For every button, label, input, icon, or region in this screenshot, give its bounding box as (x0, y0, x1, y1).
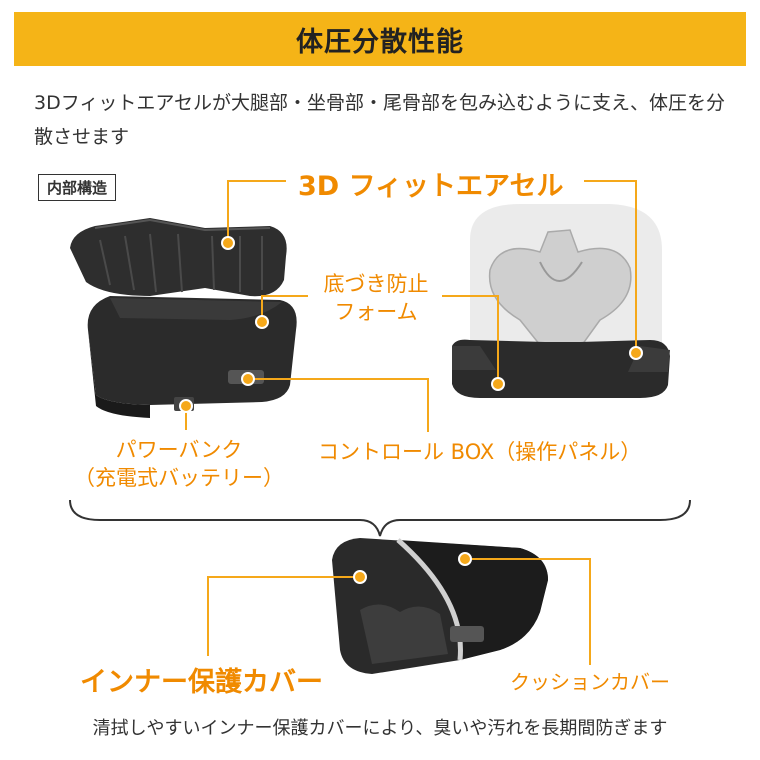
air-cell-label: 3D フィットエアセル (298, 171, 564, 202)
foam-dot-right (491, 377, 505, 391)
power-bank-dot (179, 399, 193, 413)
page-title: 体圧分散性能 (296, 26, 464, 58)
footer-text: 清拭しやすいインナー保護カバーにより、臭いや汚れを長期間防ぎます (92, 718, 668, 739)
foam-label: 底づき防止 フォーム (316, 270, 436, 326)
cushion-cover-dot (458, 552, 472, 566)
cushion-cover-label: クッションカバー (510, 670, 670, 694)
cushion-with-cover-illustration (332, 538, 548, 674)
control-box-label: コントロール BOX（操作パネル） (318, 440, 642, 464)
foam-label-line2: フォーム (334, 300, 418, 324)
title-banner: 体圧分散性能 (14, 12, 746, 66)
foam-dot (255, 315, 269, 329)
air-cell-dot (221, 236, 235, 250)
description-text: 3Dフィットエアセルが大腿部・坐骨部・尾骨部を包み込むように支え、体圧を分散させ… (34, 92, 725, 148)
power-bank-line1: パワーバンク (115, 438, 243, 462)
power-bank-line2: （充電式バッテリー） (74, 466, 284, 490)
inner-cover-dot (353, 570, 367, 584)
internal-structure-tag: 内部構造 (38, 174, 117, 201)
pelvis-cell-dot (629, 346, 643, 360)
control-box-dot (241, 372, 255, 386)
foam-label-line1: 底づき防止 (323, 272, 429, 296)
brace (69, 499, 691, 537)
leader-lines (185, 180, 637, 665)
pelvis-illustration (452, 204, 670, 398)
power-bank-label: パワーバンク （充電式バッテリー） (66, 436, 292, 492)
inner-cover-label: インナー保護カバー (80, 667, 323, 698)
